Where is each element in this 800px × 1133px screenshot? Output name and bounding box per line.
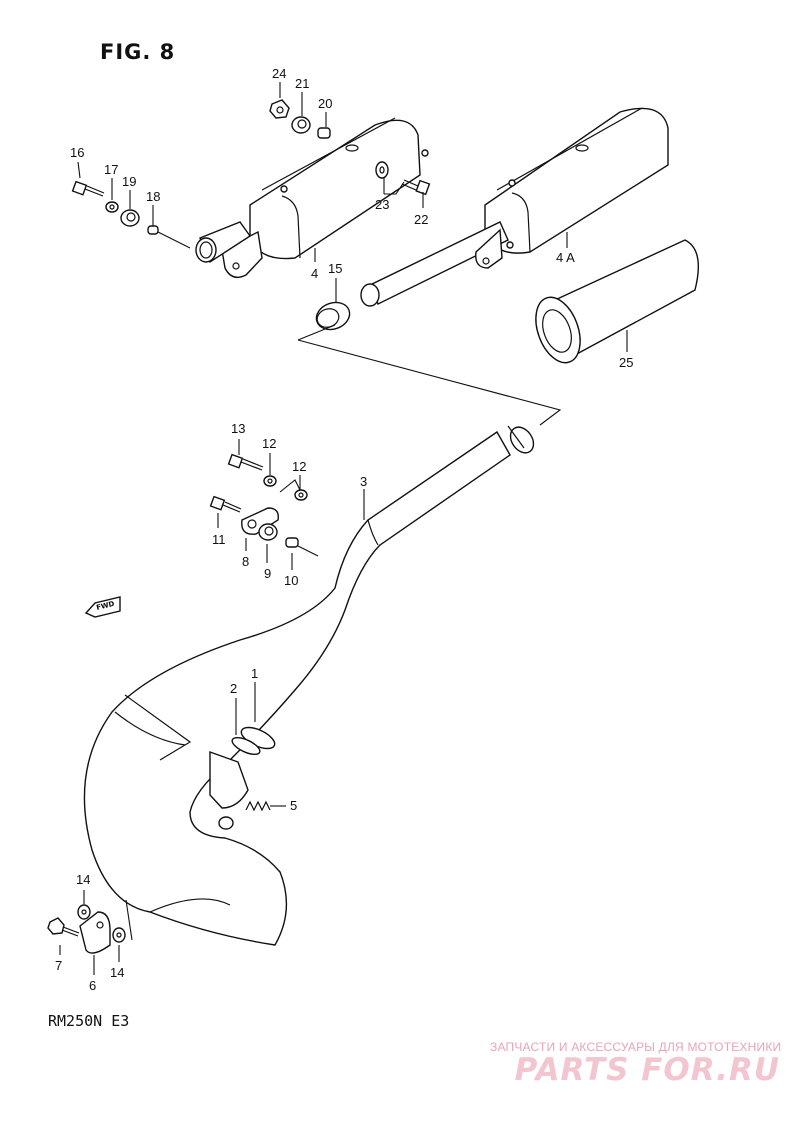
washer-14-lower[interactable]: [112, 927, 126, 943]
callout-6: 6: [89, 978, 96, 993]
watermark-logo: PARTS FOR.RU: [514, 1052, 780, 1088]
bolt-13[interactable]: [227, 453, 264, 471]
exhaust-pipe-3[interactable]: [83, 423, 538, 946]
callout-4a: 4 A: [556, 250, 575, 265]
callout-22: 22: [414, 212, 428, 227]
leader-lines: [59, 82, 628, 975]
callout-4: 4: [311, 266, 318, 281]
callout-25: 25: [619, 355, 633, 370]
seal-15[interactable]: [313, 298, 354, 334]
silencer-sleeve-25[interactable]: [528, 239, 699, 369]
bolt-7[interactable]: [47, 917, 80, 937]
callout-13: 13: [231, 421, 245, 436]
callout-14a: 14: [76, 872, 90, 887]
callout-7: 7: [55, 958, 62, 973]
washer-17[interactable]: [105, 201, 119, 213]
callout-11: 11: [212, 532, 226, 547]
nut-24[interactable]: [269, 99, 290, 119]
callout-9: 9: [264, 566, 271, 581]
callout-15: 15: [328, 261, 342, 276]
callout-1: 1: [251, 666, 258, 681]
bolt-11[interactable]: [209, 495, 242, 513]
callout-12a: 12: [262, 436, 276, 451]
mount-plate-6[interactable]: [79, 911, 111, 954]
collar-18[interactable]: [147, 225, 159, 235]
callout-20: 20: [318, 96, 332, 111]
collar-20[interactable]: [317, 127, 331, 139]
callout-18: 18: [146, 189, 160, 204]
bolt-22[interactable]: [401, 179, 431, 196]
callout-10: 10: [284, 573, 298, 588]
callout-5: 5: [290, 798, 297, 813]
silencer-4a[interactable]: [360, 107, 669, 307]
washer-23[interactable]: [375, 161, 389, 179]
forward-direction-badge: FWD: [84, 596, 121, 618]
callout-16: 16: [70, 145, 84, 160]
callout-24: 24: [272, 66, 286, 81]
callout-17: 17: [104, 162, 118, 177]
callout-8: 8: [242, 554, 249, 569]
washer-12-upper[interactable]: [263, 475, 277, 487]
callout-3: 3: [360, 474, 367, 489]
washer-14-upper[interactable]: [77, 904, 91, 920]
spring-5[interactable]: [245, 800, 271, 812]
callout-21: 21: [295, 76, 309, 91]
rubber-mount-19[interactable]: [120, 209, 140, 227]
bolt-16[interactable]: [71, 180, 105, 197]
callout-23: 23: [375, 197, 389, 212]
callout-12b: 12: [292, 459, 306, 474]
callout-19: 19: [122, 174, 136, 189]
model-code: RM250N E3: [48, 1012, 130, 1030]
washer-12-lower[interactable]: [294, 489, 308, 501]
gasket-2[interactable]: [230, 734, 262, 758]
silencer-4[interactable]: [195, 117, 429, 278]
bracket-8[interactable]: [241, 507, 279, 535]
rubber-mount-21[interactable]: [291, 116, 311, 134]
figure-title: FIG. 8: [100, 40, 176, 64]
callout-labels: 1 2 3 4 4 A 5 6 7 8 9 10 11 12 12 13 14 …: [55, 66, 633, 993]
collar-10[interactable]: [285, 537, 299, 548]
watermark-tagline: ЗАПЧАСТИ И АКСЕССУАРЫ ДЛЯ МОТОТЕХНИКИ: [490, 1040, 782, 1054]
rubber-mount-9[interactable]: [258, 523, 278, 541]
callout-14b: 14: [110, 965, 124, 980]
callout-2: 2: [230, 681, 237, 696]
